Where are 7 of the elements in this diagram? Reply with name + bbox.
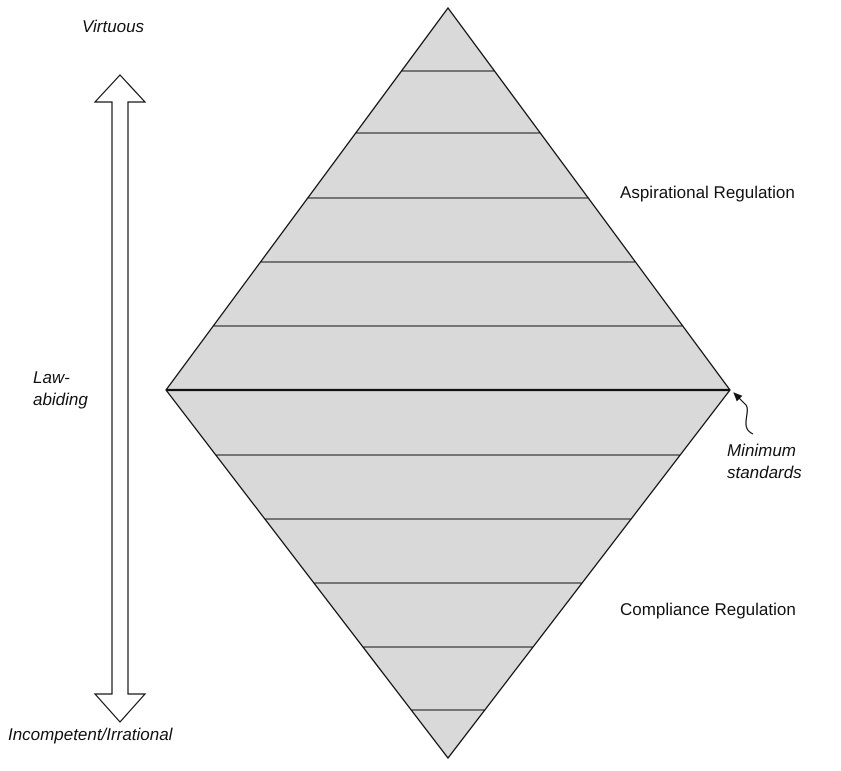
region-label: Aspirational Regulation — [620, 182, 796, 204]
leader-line — [733, 392, 754, 435]
scale-label: Incompetent/Irrational — [8, 724, 174, 746]
callout-text: Minimum standards — [727, 440, 807, 484]
scale-label: Law-abiding — [33, 367, 89, 411]
scale-label: Virtuous — [82, 16, 146, 38]
region-label: Compliance Regulation — [620, 599, 797, 621]
